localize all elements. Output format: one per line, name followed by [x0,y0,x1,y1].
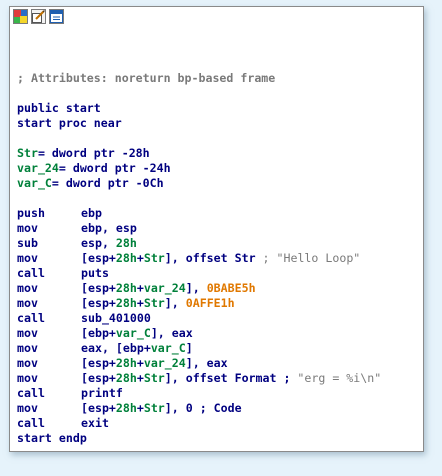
operand: ], eax [150,326,193,340]
mnemonic: mov [17,401,38,415]
operand-constant: 28h [115,296,137,310]
string-comment: "Hello Loop" [276,251,361,265]
mnemonic: call [17,416,45,430]
var-name: var_C [17,176,52,190]
operand-constant: 28h [115,251,137,265]
mnemonic: sub [17,236,38,250]
operand-immediate: 0AFFE1h [185,296,235,310]
mnemonic: call [17,266,45,280]
var-def: = dword ptr -28h [37,146,150,160]
var-name: Str [17,146,38,160]
mnemonic: mov [17,281,38,295]
operand: + [136,401,144,415]
operand: puts [81,266,109,280]
instruction: sub esp, 28h [17,236,381,251]
mnemonic: mov [17,356,38,370]
var-def: = dword ptr -24h [58,161,171,175]
mnemonic: push [17,206,45,220]
operand-constant: 28h [115,236,137,250]
operand: ebp [81,206,102,220]
mnemonic: mov [17,221,38,235]
operand: [esp+ [81,296,116,310]
instruction: call printf [17,386,381,401]
instruction: push ebp [17,206,381,221]
var-def: = dword ptr -0Ch [51,176,164,190]
operand-immediate: 0BABE5h [206,281,256,295]
operand: Str [234,251,256,265]
var-name: var_24 [17,161,59,175]
operand: [esp+ [81,401,116,415]
operand: ], offset Format ; [164,371,298,385]
operand: + [136,296,144,310]
instruction: mov [ebp+var_C], eax [17,326,381,341]
operand: esp, [81,236,116,250]
mnemonic: mov [17,251,38,265]
instruction: call sub_401000 [17,311,381,326]
operand-var: Str [143,371,165,385]
mnemonic: mov [17,296,38,310]
operand: eax, [ebp+ [81,341,151,355]
operand-var: var_24 [143,281,186,295]
disassembly-window: ; Attributes: noreturn bp-based frame pub… [9,6,424,452]
var-line: var_24= dword ptr -24h [17,161,381,176]
operand: ebp, esp [81,221,137,235]
proc-end: start endp [17,431,87,445]
operand-var: Str [143,401,165,415]
instruction: mov [esp+28h+Str], 0 ; Code [17,401,381,416]
mnemonic: call [17,386,45,400]
instruction: mov[esp+28h+Str], offset Str ; "Hello Lo… [17,251,381,266]
operand: [esp+ [81,356,116,370]
operand: + [136,251,144,265]
instruction: mov ebp, esp [17,221,381,236]
operand: sub_401000 [81,311,151,325]
mnemonic: mov [17,326,38,340]
operand-constant: 28h [115,356,137,370]
operand: ], offset [164,251,235,265]
operand: [ebp+ [81,326,116,340]
operand-var: var_C [150,341,186,355]
operand: printf [81,386,123,400]
mnemonic: mov [17,371,38,385]
operand-constant: 28h [115,281,137,295]
operand-var: Str [143,296,165,310]
operand-var: var_C [115,326,151,340]
operand: ], 0 ; Code [164,401,242,415]
mnemonic: mov [17,341,38,355]
operand: [esp+ [81,251,116,265]
operand: ] [185,341,193,355]
operand: ], [164,296,186,310]
attributes-comment: ; Attributes: noreturn bp-based frame [17,71,276,85]
operand: ], [185,281,207,295]
string-comment: "erg = %i\n" [297,371,382,385]
palette-icon[interactable] [13,9,28,24]
mnemonic: call [17,311,45,325]
instruction: mov [esp+28h+var_24], 0BABE5h [17,281,381,296]
operand: [esp+ [81,281,116,295]
instruction: call exit [17,416,381,431]
operand: exit [81,416,109,430]
proc-start: start proc near [17,116,122,130]
operand-var: Str [143,251,165,265]
instruction: call puts [17,266,381,281]
toolbar [10,7,423,26]
operand: + [136,356,144,370]
operand-constant: 28h [115,371,137,385]
instruction: mov [esp+28h+Str], 0AFFE1h [17,296,381,311]
operand: + [136,371,144,385]
var-line: var_C= dword ptr -0Ch [17,176,381,191]
instruction: mov eax, [ebp+var_C] [17,341,381,356]
public-declaration: public start [17,101,101,115]
operand: + [136,281,144,295]
operand: ], eax [185,356,228,370]
var-line: Str= dword ptr -28h [17,146,381,161]
instruction: mov [esp+28h+var_24], eax [17,356,381,371]
operand-var: var_24 [143,356,186,370]
operand: [esp+ [81,371,116,385]
comment-sep: ; [255,251,277,265]
operand-constant: 28h [115,401,137,415]
window-icon[interactable] [49,9,64,24]
code-listing[interactable]: ; Attributes: noreturn bp-based frame pub… [17,56,381,476]
instruction: mov [esp+28h+Str], offset Format ; "erg =… [17,371,381,386]
graph-edit-icon[interactable] [31,9,46,24]
